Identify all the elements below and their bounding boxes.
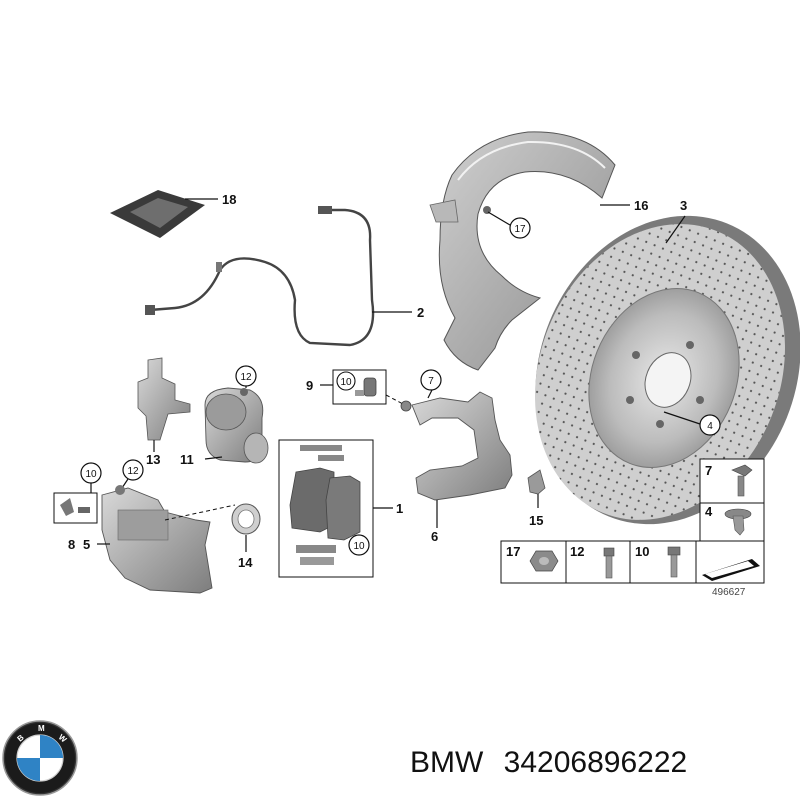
part-8-bleeder: [60, 498, 90, 516]
callout-17a-circle: [509, 217, 531, 239]
callout-7a: 7: [428, 376, 434, 387]
part-15-clip: [527, 469, 546, 495]
callout-10c-circle: [348, 534, 370, 556]
callout-13: 13: [146, 452, 160, 467]
legend-17-nut-icon: [529, 550, 559, 572]
part-6-caliper-carrier: [400, 391, 513, 501]
legend-7-bolt-icon: [731, 464, 753, 497]
caption-part-number: 34206896222: [504, 746, 688, 779]
legend-12-label: 12: [570, 544, 584, 559]
legend-17-label: 17: [506, 544, 520, 559]
callout-2: 2: [417, 305, 424, 320]
part-5-brake-caliper: [101, 485, 213, 594]
callout-10b: 10: [85, 469, 97, 480]
leader-17a: [487, 211, 511, 226]
callout-17a: 17: [514, 224, 526, 235]
part-18-plate: [110, 190, 205, 238]
callout-4a: 4: [707, 421, 713, 432]
callout-11: 11: [180, 452, 194, 467]
legend-arrow-icon: [702, 559, 760, 581]
callout-3: 3: [680, 198, 687, 213]
callout-10a: 10: [340, 377, 352, 388]
callout-18: 18: [222, 192, 236, 207]
callout-10c: 10: [353, 541, 365, 552]
callout-8: 8: [68, 537, 75, 552]
part-2-wear-sensor: [145, 206, 375, 347]
part-14-seal-ring: [231, 503, 261, 535]
caption-brand: BMW: [410, 746, 484, 779]
part-1-brake-pads: [289, 445, 361, 565]
svg-text:W: W: [57, 733, 69, 745]
legend-row: 17 12 10: [500, 540, 765, 584]
legend-4: 4: [699, 502, 765, 542]
part-13-bracket: [137, 357, 191, 441]
callout-10a-circle: [336, 371, 356, 391]
callout-12b-circle: [122, 459, 144, 481]
part-11-motor: [204, 387, 269, 464]
bmw-logo: B M W: [2, 720, 78, 796]
leader-11: [204, 456, 223, 460]
callout-16: 16: [634, 198, 648, 213]
legend-4-screw-icon: [724, 508, 752, 536]
callout-5: 5: [83, 537, 90, 552]
callout-15: 15: [529, 513, 543, 528]
callout-12b: 12: [127, 466, 139, 477]
legend-7-label: 7: [705, 463, 712, 478]
callout-9: 9: [306, 378, 313, 393]
group-8-box: [53, 492, 98, 524]
callout-12a: 12: [240, 372, 252, 383]
legend-10-bolt-icon: [667, 546, 681, 578]
part-16-dust-shield: [429, 131, 616, 371]
svg-text:B: B: [16, 733, 26, 744]
callout-12a-circle: [235, 365, 257, 387]
leader-7a: [427, 389, 433, 399]
legend-4-label: 4: [705, 504, 713, 519]
figure-number: 496627: [712, 587, 746, 598]
leader-4a: [663, 411, 701, 425]
callout-6: 6: [431, 529, 438, 544]
callout-1: 1: [396, 501, 403, 516]
legend-7: 7: [699, 458, 765, 504]
callout-14: 14: [238, 555, 253, 570]
callout-7a-circle: [420, 369, 442, 391]
svg-text:M: M: [38, 724, 45, 733]
leader-3: [665, 215, 686, 244]
legend-10-label: 10: [635, 544, 649, 559]
legend-12-bolt-icon: [603, 547, 615, 579]
caption-text: BMW 34206896222: [410, 746, 687, 779]
part-9-guide-sleeve: [355, 377, 377, 397]
callout-4a-circle: [699, 414, 721, 436]
dash-5-14: [164, 504, 236, 521]
group-9-box: [332, 369, 387, 405]
